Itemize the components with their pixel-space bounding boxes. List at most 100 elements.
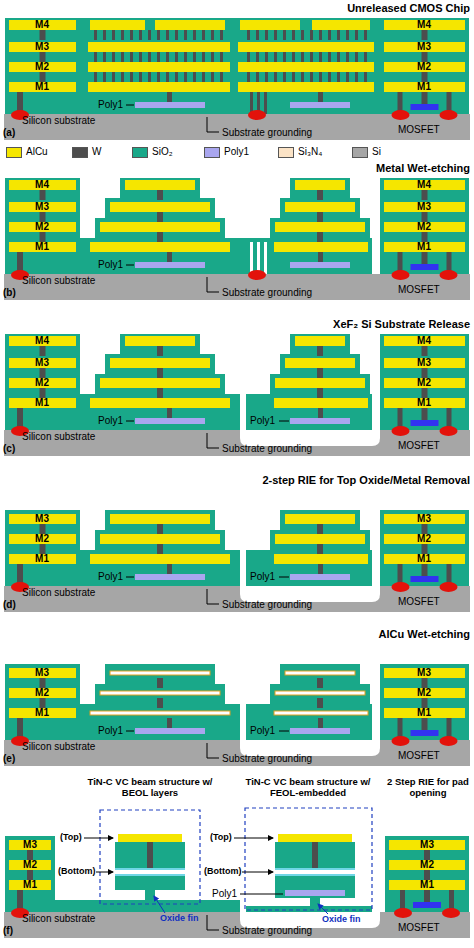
layer — [220, 72, 223, 82]
legend-text: SiO₂ — [152, 146, 173, 157]
layer — [157, 30, 160, 40]
layer — [318, 92, 323, 102]
leader-line — [207, 132, 219, 133]
layer — [301, 72, 304, 82]
layer — [275, 876, 355, 898]
layer — [112, 52, 115, 62]
layer — [27, 850, 33, 860]
layer — [317, 212, 323, 222]
panel-letter: (b) — [3, 287, 16, 298]
part-label: Poly1 — [98, 415, 123, 426]
step-title: TiN-C VC beam structure w/ BEOL layers — [80, 776, 220, 798]
metal-layer-label: M4 — [35, 20, 49, 30]
layer — [40, 678, 46, 688]
layer — [384, 534, 465, 544]
leader-line — [207, 930, 219, 931]
layer — [40, 544, 46, 554]
layer — [275, 534, 365, 544]
layer — [422, 388, 428, 398]
layer — [424, 890, 430, 902]
part-label: (Bottom) — [204, 866, 242, 876]
layer — [167, 718, 172, 728]
layer — [346, 72, 349, 82]
layer — [90, 711, 230, 715]
layer — [9, 20, 76, 30]
layer — [175, 52, 178, 62]
layer — [175, 72, 178, 82]
layer — [94, 30, 97, 40]
layer — [202, 72, 205, 82]
layer — [290, 418, 350, 424]
layer — [94, 72, 97, 82]
metal-layer-label: M2 — [417, 688, 431, 698]
layer — [175, 30, 178, 40]
layer — [211, 30, 214, 40]
layer — [318, 408, 323, 418]
layer — [135, 262, 205, 268]
layer — [422, 544, 428, 554]
layer — [88, 82, 230, 92]
layer — [275, 874, 355, 876]
metal-layer-label: M3 — [35, 668, 49, 678]
layer — [246, 704, 372, 740]
part-label: Silicon substrate — [22, 115, 95, 126]
layer — [9, 840, 51, 850]
layer — [40, 30, 46, 40]
layer — [121, 72, 124, 82]
layer — [115, 868, 185, 870]
layer — [90, 242, 230, 252]
legend-text: Si₃N₄ — [298, 146, 322, 157]
layer — [120, 334, 200, 356]
layer — [317, 368, 323, 378]
part-label: Substrate grounding — [222, 127, 312, 138]
contact — [394, 908, 412, 918]
contact — [440, 736, 458, 746]
layer — [328, 72, 331, 82]
layer — [80, 704, 240, 740]
layer — [193, 52, 196, 62]
layer — [157, 678, 163, 688]
layer — [238, 42, 374, 52]
layer — [283, 72, 286, 82]
layer — [9, 688, 76, 698]
metal-layer-label: M3 — [35, 202, 49, 212]
layer — [422, 252, 428, 264]
metal-layer-label: M1 — [417, 708, 431, 718]
metal-layer-label: M4 — [417, 20, 431, 30]
leader-line — [154, 896, 165, 913]
layer — [157, 524, 163, 534]
layer — [250, 242, 253, 274]
layer — [389, 840, 465, 850]
layer — [384, 202, 465, 212]
layer — [275, 691, 365, 695]
leader-line — [84, 838, 113, 839]
part-label: Poly1 — [250, 571, 275, 582]
layer — [88, 62, 230, 72]
layer — [265, 52, 268, 62]
layer — [411, 730, 439, 736]
layer — [384, 668, 465, 678]
layer — [317, 678, 323, 688]
layer — [275, 868, 355, 870]
layer — [292, 52, 295, 62]
layer — [167, 564, 172, 574]
layer — [285, 671, 355, 675]
layer — [317, 190, 323, 200]
layer — [274, 554, 368, 564]
layer — [110, 671, 210, 675]
leader-line — [234, 838, 273, 839]
layer — [202, 30, 205, 40]
layer — [384, 358, 465, 368]
layer — [355, 52, 358, 62]
layer — [264, 242, 267, 274]
layer — [90, 398, 230, 408]
layer — [317, 544, 323, 554]
layer — [147, 842, 153, 868]
layer — [145, 890, 155, 900]
part-label: Poly1 — [98, 99, 123, 110]
contact — [392, 736, 410, 746]
layer — [238, 82, 374, 92]
metal-layer-label: M3 — [417, 358, 431, 368]
layer — [40, 698, 46, 708]
layer — [283, 30, 286, 40]
